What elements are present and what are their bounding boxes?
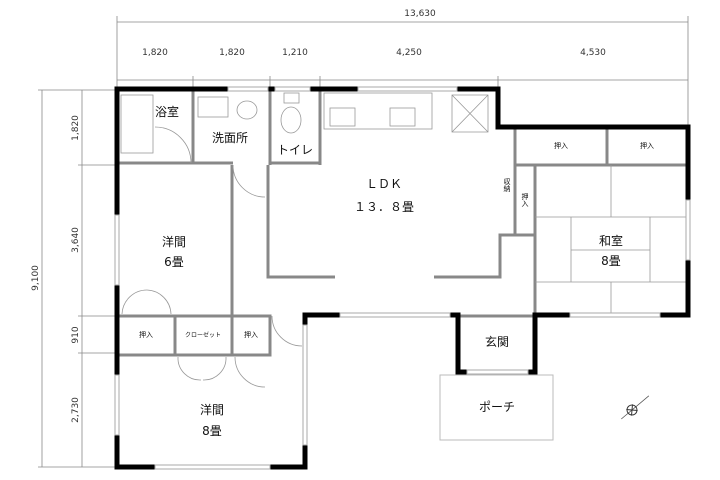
door-swing	[154, 126, 192, 164]
oshiire-label-3: 押入	[139, 330, 153, 339]
room-western6-label: 洋間	[162, 234, 186, 249]
dim-width-1: 1,820	[142, 48, 168, 58]
porch-label: ポーチ	[479, 400, 515, 414]
dim-width-2: 1,820	[219, 48, 245, 58]
sink	[389, 107, 416, 127]
room-bath-label: 浴室	[155, 104, 179, 119]
washbasin	[236, 100, 258, 120]
kitchen-counter	[323, 92, 433, 130]
room-toilet-label: トイレ	[277, 143, 313, 157]
dim-width-5: 4,530	[580, 48, 606, 58]
room-western8-size: 8畳	[202, 424, 222, 438]
dim-depth-3: 910	[71, 326, 81, 343]
windows	[114, 86, 691, 470]
room-washroom-label: 洗面所	[212, 131, 248, 145]
oshiire-vertical-label: 押入	[521, 192, 529, 207]
fixtures	[120, 92, 489, 388]
interior-walls	[117, 89, 688, 357]
compass-icon	[621, 395, 650, 420]
porch-slab	[439, 374, 554, 441]
oshiire-label-4: 押入	[244, 330, 258, 339]
room-western6-size: 6畳	[164, 255, 184, 269]
oshiire-label-2: 押入	[640, 141, 654, 150]
oshiire-label-1: 押入	[554, 141, 568, 150]
dim-depth-2: 3,640	[71, 227, 81, 253]
fridge-space	[451, 94, 489, 133]
stove	[329, 107, 356, 127]
storage-label: 収納	[503, 178, 511, 193]
dim-depth-1: 1,820	[71, 115, 81, 141]
room-western8-label: 洋間	[200, 402, 224, 417]
dim-total-width: 13,630	[404, 9, 436, 19]
dim-total-depth: 9,100	[31, 265, 41, 291]
room-japanese-size: 8畳	[601, 254, 621, 268]
room-japanese-label: 和室	[599, 233, 623, 248]
dim-width-4: 4,250	[396, 48, 422, 58]
dim-depth-4: 2,730	[71, 397, 81, 423]
room-ldk-label: ＬＤＫ	[366, 177, 402, 191]
tatami-lines	[535, 165, 688, 315]
closet-label: クローゼット	[185, 331, 221, 339]
bathtub	[120, 94, 154, 154]
toilet-bowl	[280, 106, 302, 134]
washing-machine	[197, 96, 229, 118]
room-ldk-size: １３．８畳	[354, 200, 414, 214]
room-entrance-label: 玄関	[485, 334, 509, 349]
dim-width-3: 1,210	[282, 48, 308, 58]
dimension-lines	[38, 16, 689, 468]
